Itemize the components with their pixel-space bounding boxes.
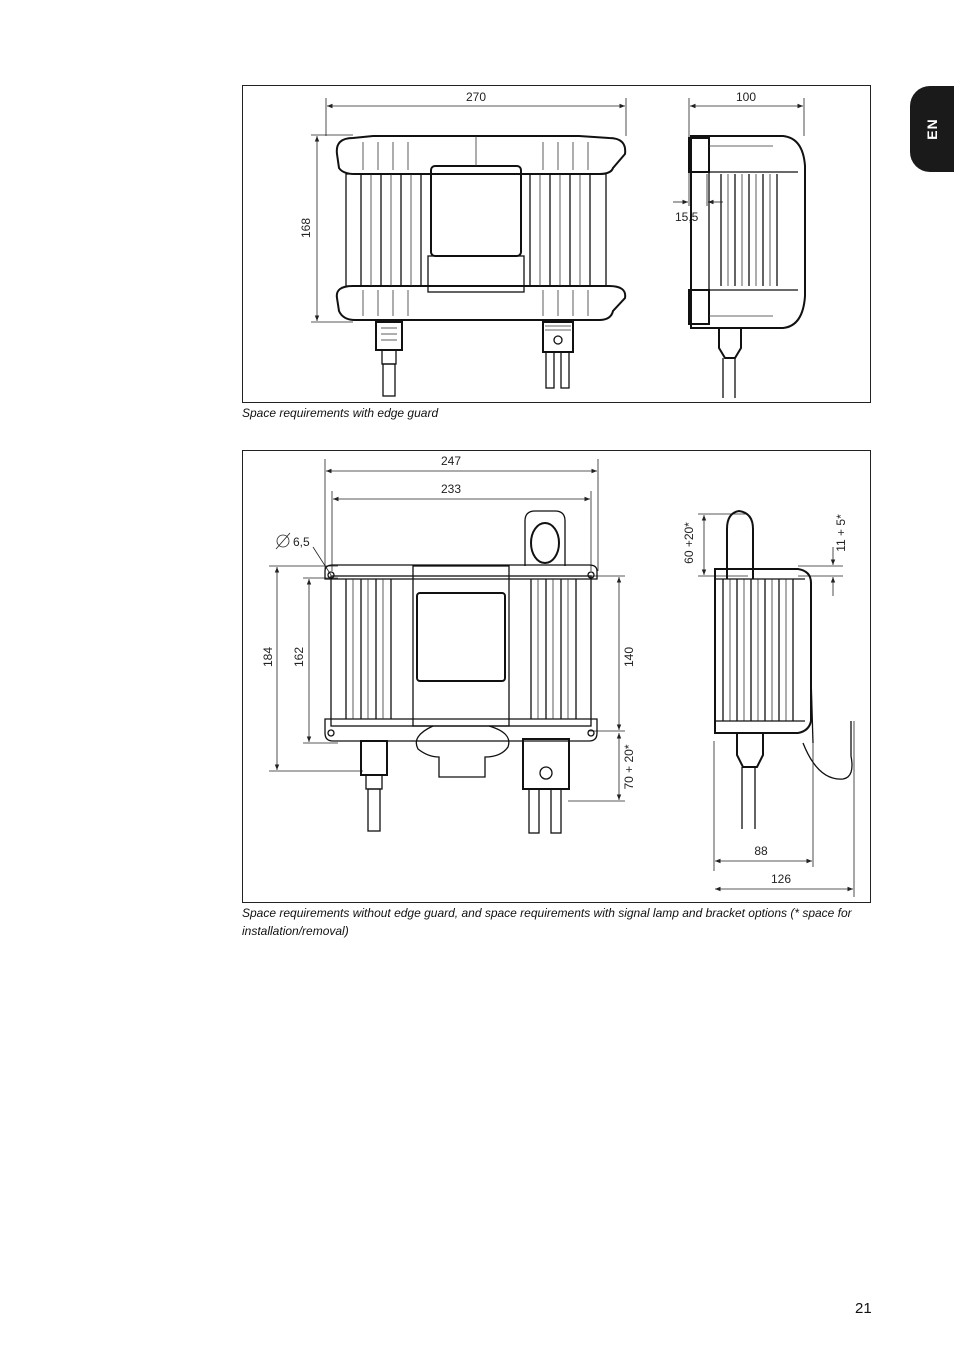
dim-top-gap-label: 11 + 5*: [834, 514, 848, 552]
front-view-no-guard: [324, 510, 598, 834]
dim-lamp-clearance: 60 +20*: [682, 513, 748, 577]
dim-width-label: 270: [466, 90, 486, 104]
dim-width: 270: [325, 90, 627, 136]
dim-offset: 15,5: [673, 136, 723, 224]
language-tab-label: EN: [924, 118, 940, 140]
dim-bottom-clearance-label: 70 + 20*: [622, 744, 636, 789]
dim-lamp-clearance-label: 60 +20*: [682, 522, 696, 564]
dim-width-inner-label: 233: [441, 482, 461, 496]
dim-height-label: 168: [299, 218, 313, 238]
caption-without-edge-guard: Space requirements without edge guard, a…: [242, 906, 852, 938]
dim-depth-88-label: 88: [754, 844, 768, 858]
drawing-without-edge-guard: 247 233 6,5 184 162: [261, 454, 855, 897]
dim-hole: 6,5: [275, 532, 332, 576]
front-view: [335, 135, 627, 397]
drawing-with-edge-guard: 270 168: [299, 90, 806, 398]
dim-height-inner-label: 162: [292, 647, 306, 667]
side-view-bracket: [714, 509, 853, 829]
dim-height-body: 140: [588, 575, 636, 732]
page-number: 21: [855, 1300, 872, 1317]
dim-height-outer: 184: [261, 565, 363, 772]
dim-depth-label: 100: [736, 90, 756, 104]
dim-depth-126-label: 126: [771, 872, 791, 886]
dim-hole-label: 6,5: [293, 535, 310, 549]
dim-height: 168: [299, 134, 353, 323]
dim-width-inner: 233: [331, 482, 592, 571]
side-view: [688, 135, 806, 398]
dim-depth-126: 126: [715, 721, 855, 897]
dim-width-outer: 247: [324, 454, 599, 571]
dim-depth: 100: [688, 90, 805, 136]
dim-bottom-clearance: 70 + 20*: [568, 733, 636, 802]
caption-with-edge-guard: Space requirements with edge guard: [242, 406, 439, 420]
figure-with-edge-guard: 270 168: [242, 85, 871, 403]
dim-width-outer-label: 247: [441, 454, 461, 468]
dim-depth-88: 88: [713, 741, 814, 871]
dim-height-body-label: 140: [622, 647, 636, 667]
language-tab: EN: [910, 86, 954, 172]
dim-offset-label: 15,5: [675, 210, 699, 224]
figure-without-edge-guard: 247 233 6,5 184 162: [242, 450, 871, 903]
dim-top-gap: 11 + 5*: [798, 514, 848, 596]
dim-height-outer-label: 184: [261, 647, 275, 667]
